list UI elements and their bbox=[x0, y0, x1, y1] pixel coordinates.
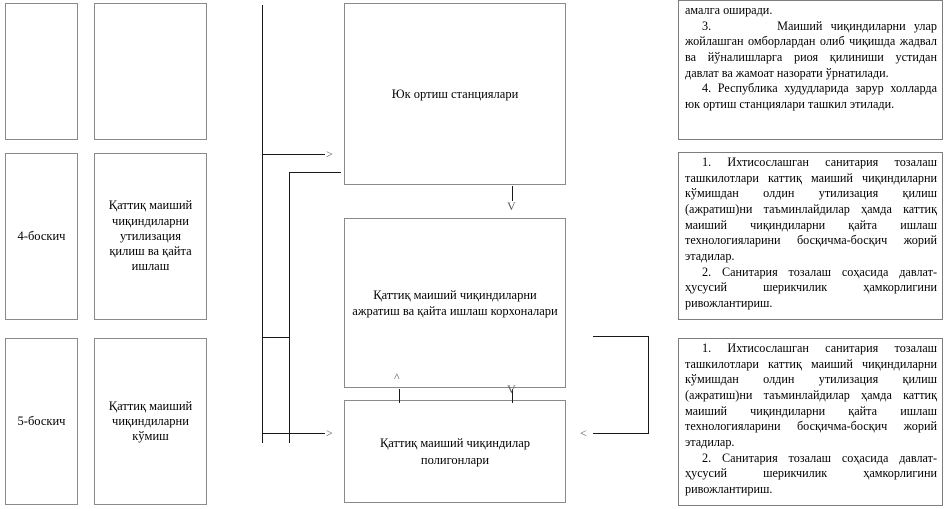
stage-desc-box-4: Қаттиқ маиший чиқиндиларни утилизация қи… bbox=[94, 153, 207, 320]
note-3-paragraph-1: 1. Ихтисослашган санитария тозалаш ташки… bbox=[685, 341, 937, 450]
connector-to-loading-stations bbox=[262, 154, 325, 155]
note-panel-3: 1. Ихтисослашган санитария тозалаш ташки… bbox=[678, 338, 943, 506]
connector-return-spine bbox=[648, 336, 649, 434]
stage-desc-5-label: Қаттиқ маиший чиқиндиларни кўмиш bbox=[108, 398, 193, 444]
note-3-paragraph-2: 2. Санитария тозалаш соҳасида давлат-ҳус… bbox=[685, 450, 937, 497]
stage-box-5-label: 5-боскич bbox=[17, 413, 66, 428]
stage-desc-box-5: Қаттиқ маиший чиқиндиларни кўмиш bbox=[94, 338, 207, 505]
connector-to-landfills bbox=[262, 433, 325, 434]
connector-outer-spine bbox=[262, 5, 263, 443]
arrow-into-landfills: > bbox=[326, 426, 333, 440]
connector-loading-to-sorting bbox=[512, 186, 513, 201]
stage-box-blank bbox=[5, 3, 78, 140]
connector-landfill-to-sorting bbox=[399, 389, 400, 403]
arrow-landfill-to-sorting: ^ bbox=[394, 370, 400, 384]
connector-return-bottom bbox=[593, 433, 649, 434]
arrow-loading-to-sorting: V bbox=[507, 199, 516, 213]
connector-inner-spine bbox=[289, 172, 290, 443]
stage-desc-4-label: Қаттиқ маиший чиқиндиларни утилизация қи… bbox=[108, 198, 193, 274]
connector-loading-stations-return bbox=[289, 172, 341, 173]
note-1-paragraph-3: 4. Республика худудларида зарур холларда… bbox=[685, 81, 937, 112]
note-2-paragraph-2: 2. Санитария тозалаш соҳасида давлат-ҳус… bbox=[685, 264, 937, 311]
stage-desc-box-blank bbox=[94, 3, 207, 140]
flow-box-landfills-label: Қаттиқ маиший чиқиндилар полигонлари bbox=[379, 436, 531, 467]
connector-return-top bbox=[593, 336, 649, 337]
flow-box-landfills: Қаттиқ маиший чиқиндилар полигонлари bbox=[344, 400, 566, 503]
connector-sorting-to-landfill bbox=[512, 389, 513, 403]
note-1-paragraph-2: 3. Маиший чиқиндиларни улар жойлашган ом… bbox=[685, 18, 937, 80]
note-2-paragraph-1: 1. Ихтисослашган санитария тозалаш ташки… bbox=[685, 155, 937, 264]
note-1-paragraph-1: амалга оширади. bbox=[685, 3, 773, 17]
arrow-return-to-landfills: < bbox=[580, 426, 587, 440]
note-panel-1: амалга оширади. 3. Маиший чиқиндиларни у… bbox=[678, 0, 943, 140]
arrow-into-loading-stations: > bbox=[326, 147, 333, 161]
flow-box-sorting-recycling-label: Қаттиқ маиший чиқиндиларни ажратиш ва қа… bbox=[352, 287, 558, 318]
stage-box-4: 4-боскич bbox=[5, 153, 78, 320]
flow-box-sorting-recycling: Қаттиқ маиший чиқиндиларни ажратиш ва қа… bbox=[344, 218, 566, 388]
flow-box-loading-stations-label: Юк ортиш станциялари bbox=[391, 86, 519, 101]
note-panel-2: 1. Ихтисослашган санитария тозалаш ташки… bbox=[678, 152, 943, 320]
arrow-sorting-to-landfill: V bbox=[507, 382, 516, 396]
flow-box-loading-stations: Юк ортиш станциялари bbox=[344, 3, 566, 185]
connector-stage5-tick bbox=[262, 337, 290, 338]
stage-box-5: 5-боскич bbox=[5, 338, 78, 505]
stage-box-4-label: 4-боскич bbox=[17, 228, 66, 243]
